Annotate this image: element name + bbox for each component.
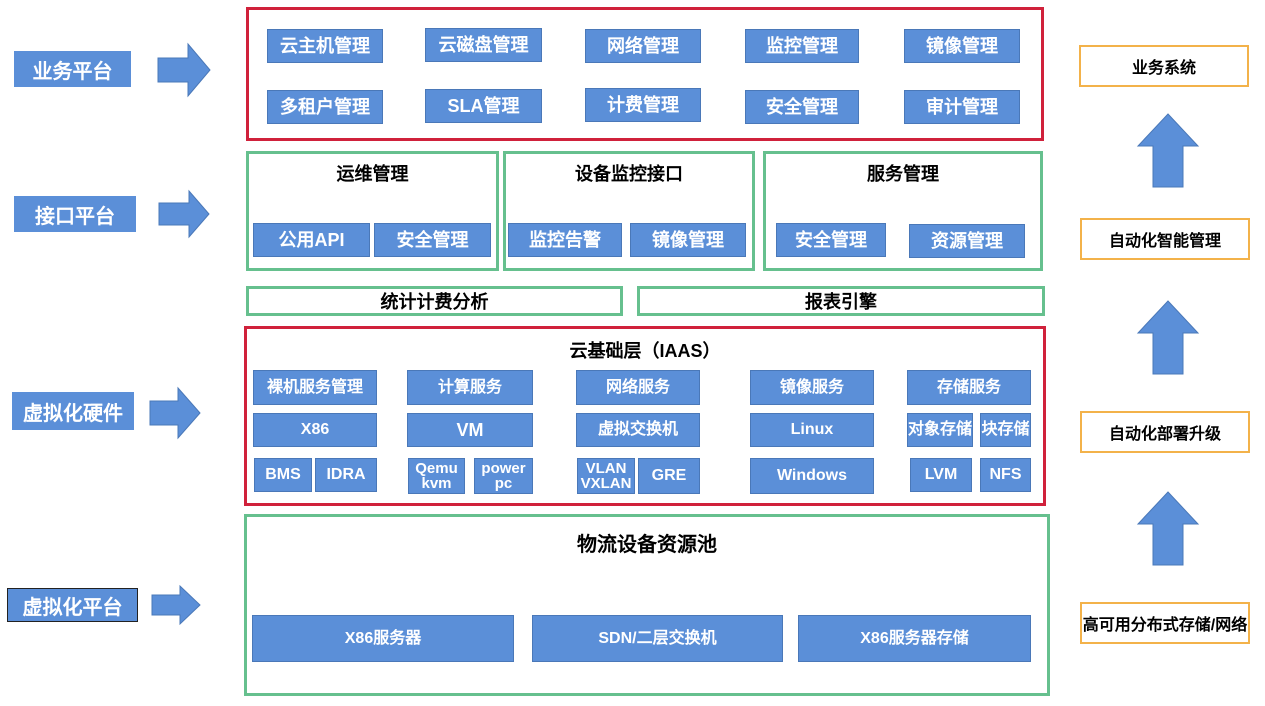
multi-tenant-management-box: 多租户管理 — [267, 90, 383, 124]
monitor-alarm-box: 监控告警 — [508, 223, 622, 257]
right-arrow-icon — [157, 42, 211, 98]
x86-server-storage-box: X86服务器存储 — [798, 615, 1031, 662]
linux-box: Linux — [750, 413, 874, 447]
auto-intelligent-management-box: 自动化智能管理 — [1080, 218, 1250, 260]
resource-pool-title: 物流设备资源池 — [577, 534, 717, 556]
sla-management-box: SLA管理 — [425, 89, 542, 123]
ops-management-frame — [246, 151, 499, 271]
resource-management-box: 资源管理 — [909, 224, 1025, 258]
compute-service-box: 计算服务 — [407, 370, 533, 405]
x86-box: X86 — [253, 413, 377, 447]
right-arrow-icon — [151, 584, 201, 626]
service-management-frame — [763, 151, 1043, 271]
device-monitor-interface-title: 设备监控接口 — [575, 164, 683, 184]
billing-management-box: 计费管理 — [585, 88, 701, 122]
device-monitor-interface-frame — [503, 151, 755, 271]
object-storage-box: 对象存储 — [907, 413, 973, 447]
public-api-box: 公用API — [253, 223, 370, 257]
power-pc-box: power pc — [474, 458, 533, 494]
right-arrow-icon — [158, 189, 210, 239]
windows-box: Windows — [750, 458, 874, 494]
iaas-frame — [244, 326, 1046, 506]
network-service-box: 网络服务 — [576, 370, 700, 405]
up-arrow-icon — [1136, 491, 1200, 566]
monitor-image-box: 镜像管理 — [630, 223, 746, 257]
vlan-vxlan-box: VLAN VXLAN — [577, 458, 635, 494]
label-virtualization-platform: 虚拟化平台 — [7, 588, 138, 622]
cloud-host-management-box: 云主机管理 — [267, 29, 383, 63]
label-virtualization-hardware: 虚拟化硬件 — [12, 392, 134, 430]
billing-analysis-bar: 统计计费分析 — [246, 286, 623, 316]
image-management-box: 镜像管理 — [904, 29, 1020, 63]
label-interface-platform: 接口平台 — [14, 196, 136, 232]
virtual-switch-box: 虚拟交换机 — [576, 413, 700, 447]
monitor-management-box: 监控管理 — [745, 29, 859, 63]
idra-box: IDRA — [315, 458, 377, 492]
nfs-box: NFS — [980, 458, 1031, 492]
business-system-box: 业务系统 — [1079, 45, 1249, 87]
block-storage-box: 块存储 — [980, 413, 1031, 447]
ha-distributed-storage-box: 高可用分布式存储/网络 — [1080, 602, 1250, 644]
cloud-disk-management-box: 云磁盘管理 — [425, 28, 542, 62]
bms-box: BMS — [254, 458, 312, 492]
security-management-box: 安全管理 — [745, 90, 859, 124]
storage-service-box: 存储服务 — [907, 370, 1031, 405]
qemu-kvm-box: Qemu kvm — [408, 458, 465, 494]
image-service-box: 镜像服务 — [750, 370, 874, 405]
report-engine-bar: 报表引擎 — [637, 286, 1045, 316]
service-management-title: 服务管理 — [867, 164, 939, 184]
vm-box: VM — [407, 413, 533, 447]
resource-pool-frame — [244, 514, 1050, 696]
bare-metal-service-box: 裸机服务管理 — [253, 370, 377, 405]
ops-security-box: 安全管理 — [374, 223, 491, 257]
right-arrow-icon — [149, 386, 201, 440]
service-security-box: 安全管理 — [776, 223, 886, 257]
iaas-title: 云基础层（IAAS） — [569, 341, 721, 361]
lvm-box: LVM — [910, 458, 972, 492]
x86-server-box: X86服务器 — [252, 615, 514, 662]
audit-management-box: 审计管理 — [904, 90, 1020, 124]
up-arrow-icon — [1136, 113, 1200, 188]
gre-box: GRE — [638, 458, 700, 494]
auto-deploy-upgrade-box: 自动化部署升级 — [1080, 411, 1250, 453]
network-management-box: 网络管理 — [585, 29, 701, 63]
up-arrow-icon — [1136, 300, 1200, 375]
business-platform-frame — [246, 7, 1044, 141]
ops-management-title: 运维管理 — [336, 164, 409, 184]
sdn-switch-box: SDN/二层交换机 — [532, 615, 783, 662]
label-business-platform: 业务平台 — [14, 51, 131, 87]
